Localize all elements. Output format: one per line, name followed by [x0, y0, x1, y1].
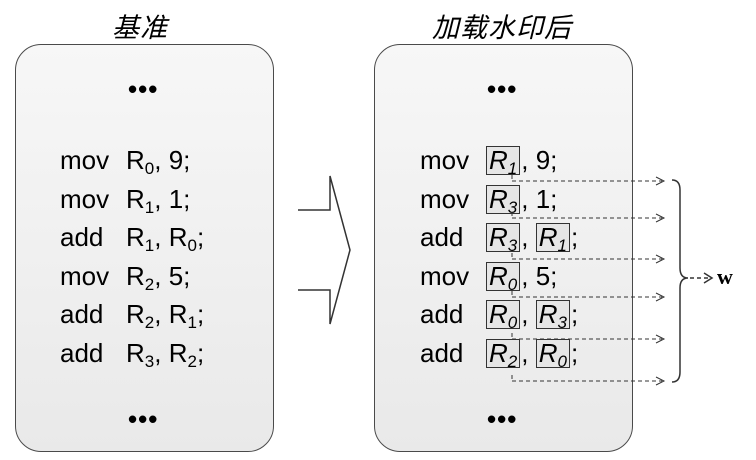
operand-separator: , [154, 260, 169, 291]
operand-dest: R0 [126, 145, 155, 178]
operand-dest: R3 [126, 337, 155, 371]
opcode: add [420, 222, 464, 252]
line-terminator: ; [196, 337, 205, 368]
operand-src: 9 [168, 145, 184, 175]
operand-dest: R2 [126, 299, 155, 332]
operand-src: 5 [535, 260, 551, 291]
right-ellipsis-bottom: ••• [487, 404, 518, 434]
operand-dest: R1 [126, 183, 155, 217]
opcode: mov [420, 183, 470, 214]
watermarked-register: R0 [535, 338, 570, 370]
line-terminator: ; [183, 260, 191, 291]
line-terminator: ; [570, 299, 579, 329]
operand-separator: , [154, 337, 169, 368]
operand-separator: , [154, 222, 169, 252]
line-terminator: ; [183, 145, 191, 175]
watermarked-register: R2 [486, 338, 521, 370]
opcode: add [420, 299, 464, 329]
line-terminator: ; [196, 222, 205, 252]
operand-separator: , [521, 145, 536, 175]
code-line: mov R1, 1; [60, 182, 190, 216]
code-line: mov R3, 1; [420, 182, 557, 216]
curly-brace [671, 179, 689, 383]
operand-src: R0 [168, 222, 197, 255]
operand-src: R1 [168, 299, 197, 332]
opcode: mov [60, 183, 110, 214]
code-line: add R0, R3; [420, 297, 578, 331]
connector-arrowhead [655, 213, 666, 223]
watermark-output-label: w [717, 264, 733, 289]
left-panel-title: 基准 [112, 13, 168, 44]
connector-arrowhead [655, 176, 666, 186]
line-terminator: ; [550, 145, 558, 175]
operand-separator: , [154, 145, 169, 175]
operand-separator: , [521, 183, 536, 214]
opcode: add [60, 222, 104, 252]
line-terminator: ; [550, 260, 558, 291]
watermarked-register: R3 [486, 184, 521, 216]
watermarked-register: R1 [535, 223, 570, 254]
line-terminator: ; [183, 183, 191, 214]
transform-arrow [298, 175, 351, 325]
operand-separator: , [521, 222, 536, 252]
code-line: mov R1, 9; [420, 143, 557, 177]
opcode: mov [60, 145, 110, 175]
right-panel-title: 加载水印后 [432, 13, 572, 44]
code-line: mov R0, 5; [420, 259, 557, 293]
operand-separator: , [521, 299, 536, 329]
code-line: mov R2, 5; [60, 259, 190, 293]
output-arrow-head [703, 272, 714, 284]
operand-src: 1 [168, 183, 184, 214]
code-line: add R1, R0; [60, 220, 204, 254]
operand-dest: R2 [126, 260, 155, 294]
operand-src: 5 [168, 260, 184, 291]
operand-src: 1 [535, 183, 551, 214]
operand-src: 9 [535, 145, 551, 175]
operand-separator: , [521, 337, 536, 368]
code-line: add R3, R1; [420, 220, 578, 254]
opcode: mov [420, 145, 470, 175]
operand-separator: , [154, 183, 169, 214]
connector-arrowhead [655, 376, 666, 386]
code-line: add R3, R2; [60, 336, 204, 370]
left-ellipsis-top: ••• [128, 74, 159, 104]
operand-separator: , [521, 260, 536, 291]
line-terminator: ; [196, 299, 205, 329]
code-line: add R2, R1; [60, 297, 204, 331]
line-terminator: ; [550, 183, 558, 214]
watermarked-register: R0 [486, 261, 521, 293]
watermarked-register: R0 [486, 300, 521, 331]
line-terminator: ; [570, 222, 579, 252]
opcode: mov [420, 260, 470, 291]
opcode: mov [60, 260, 110, 291]
operand-separator: , [154, 299, 169, 329]
baseline-code-panel [15, 44, 274, 452]
watermarked-register: R3 [535, 300, 570, 331]
code-line: add R2, R0; [420, 336, 578, 370]
opcode: add [60, 299, 104, 329]
opcode: add [420, 337, 464, 368]
code-line: mov R0, 9; [60, 143, 190, 177]
operand-src: R2 [168, 337, 197, 371]
connector-arrowhead [655, 292, 666, 302]
right-ellipsis-top: ••• [487, 74, 518, 104]
opcode: add [60, 337, 104, 368]
watermarked-register: R1 [486, 146, 521, 177]
connector-arrowhead [655, 334, 666, 344]
operand-dest: R1 [126, 222, 155, 255]
line-terminator: ; [570, 337, 579, 368]
watermarked-register: R3 [486, 223, 521, 254]
left-ellipsis-bottom: ••• [128, 404, 159, 434]
connector-arrowhead [655, 254, 666, 264]
